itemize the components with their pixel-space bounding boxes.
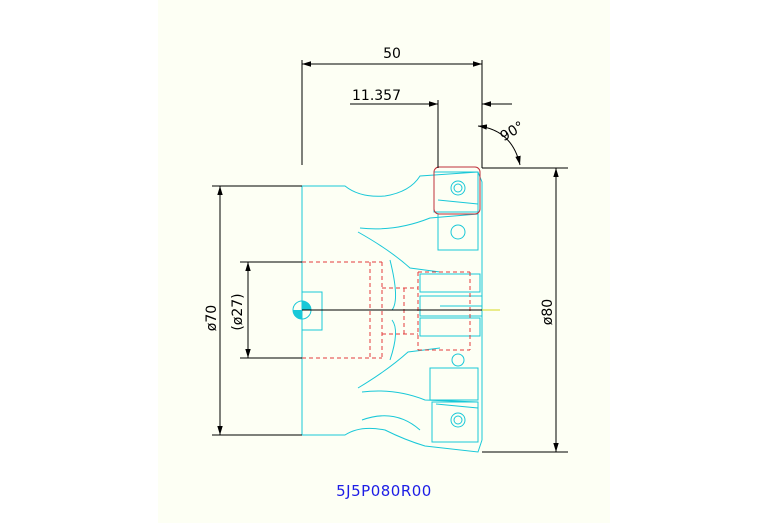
hidden-lines — [302, 261, 471, 359]
dim-body-diameter: ø70 — [204, 305, 220, 331]
part-number-caption: 5J5P080R00 — [336, 482, 432, 500]
dim-bore-diameter: (ø27) — [230, 293, 246, 330]
cutter-outline — [301, 171, 483, 453]
dim-angle: 90° — [498, 119, 528, 145]
dimension-lines — [212, 60, 568, 453]
dim-offset: 11.357 — [352, 88, 401, 104]
center-mark — [292, 300, 312, 320]
dim-outer-diameter: ø80 — [540, 299, 556, 325]
drawing-sheet — [158, 0, 610, 523]
dim-length: 50 — [383, 46, 401, 62]
insert-highlight — [433, 166, 481, 215]
